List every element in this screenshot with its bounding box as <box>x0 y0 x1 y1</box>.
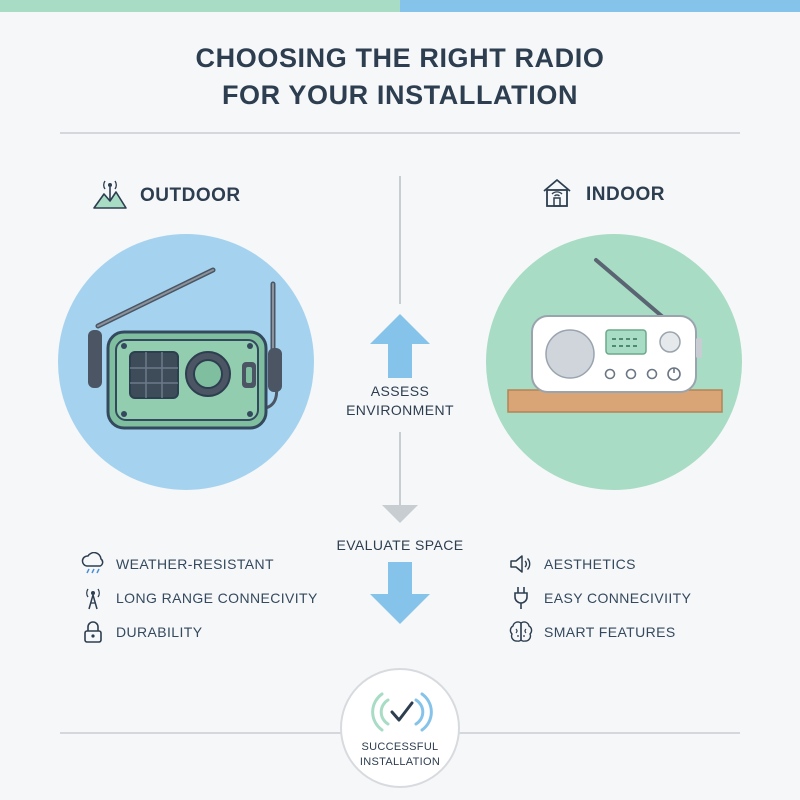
title-line-1: CHOOSING THE RIGHT RADIO <box>195 43 605 73</box>
outdoor-feature-list: WEATHER-RESISTANT LONG RANGE CONNECIVITY… <box>80 547 318 649</box>
indoor-heading-label: INDOOR <box>586 183 665 205</box>
indoor-feature-list: AESTHETICS EASY CONNECIVIITY SMART FEATU… <box>508 547 691 649</box>
assess-line-1: ASSESS <box>370 383 430 399</box>
indoor-heading: INDOOR <box>540 176 665 213</box>
down-arrowhead-icon <box>382 505 418 523</box>
top-accent-bar <box>0 0 800 12</box>
outdoor-feature-range: LONG RANGE CONNECIVITY <box>80 581 318 615</box>
page-title: CHOOSING THE RIGHT RADIO FOR YOUR INSTAL… <box>0 40 800 114</box>
indoor-feature-smart: SMART FEATURES <box>508 615 691 649</box>
plug-icon <box>508 585 534 611</box>
smart-home-icon <box>540 176 574 213</box>
rugged-radio-image <box>88 267 282 430</box>
antenna-mountain-icon <box>92 176 128 215</box>
down-arrow-icon <box>370 562 430 624</box>
indoor-radio-illustration <box>486 234 742 490</box>
center-line-upper <box>399 176 401 304</box>
top-divider <box>60 132 740 134</box>
badge-text: SUCCESSFUL INSTALLATION <box>342 740 458 770</box>
outdoor-feature-durability-label: DURABILITY <box>116 624 203 640</box>
padlock-icon <box>80 619 106 645</box>
outdoor-radio-illustration <box>58 234 314 490</box>
indoor-feature-smart-label: SMART FEATURES <box>544 624 676 640</box>
desktop-radio-image <box>507 258 723 413</box>
outdoor-heading-label: OUTDOOR <box>140 184 241 206</box>
top-accent-green <box>0 0 400 12</box>
check-signal-icon <box>371 692 433 732</box>
indoor-feature-connectivity-label: EASY CONNECIVIITY <box>544 590 692 606</box>
title-line-2: FOR YOUR INSTALLATION <box>221 80 579 110</box>
up-arrow-icon <box>370 314 430 378</box>
indoor-feature-connectivity: EASY CONNECIVIITY <box>508 581 691 615</box>
outdoor-feature-weather: WEATHER-RESISTANT <box>80 547 318 581</box>
outdoor-feature-durability: DURABILITY <box>80 615 318 649</box>
outdoor-heading: OUTDOOR <box>92 176 241 215</box>
speaker-icon <box>508 551 534 577</box>
outdoor-feature-range-label: LONG RANGE CONNECIVITY <box>116 590 318 606</box>
brain-icon <box>508 619 534 645</box>
indoor-feature-aesthetics-label: AESTHETICS <box>544 556 636 572</box>
indoor-feature-aesthetics: AESTHETICS <box>508 547 691 581</box>
assess-line-2: ENVIRONMENT <box>346 402 454 418</box>
cloud-rain-icon <box>80 551 106 577</box>
radio-tower-icon <box>80 585 106 611</box>
center-line-middle <box>399 432 401 508</box>
badge-line-1: SUCCESSFUL <box>361 741 439 753</box>
evaluate-space-label: EVALUATE SPACE <box>336 537 464 553</box>
outdoor-feature-weather-label: WEATHER-RESISTANT <box>116 556 274 572</box>
successful-installation-badge: SUCCESSFUL INSTALLATION <box>340 668 460 788</box>
assess-environment-label: ASSESS ENVIRONMENT <box>320 382 480 420</box>
badge-line-2: INSTALLATION <box>359 756 441 768</box>
top-accent-blue <box>400 0 800 12</box>
